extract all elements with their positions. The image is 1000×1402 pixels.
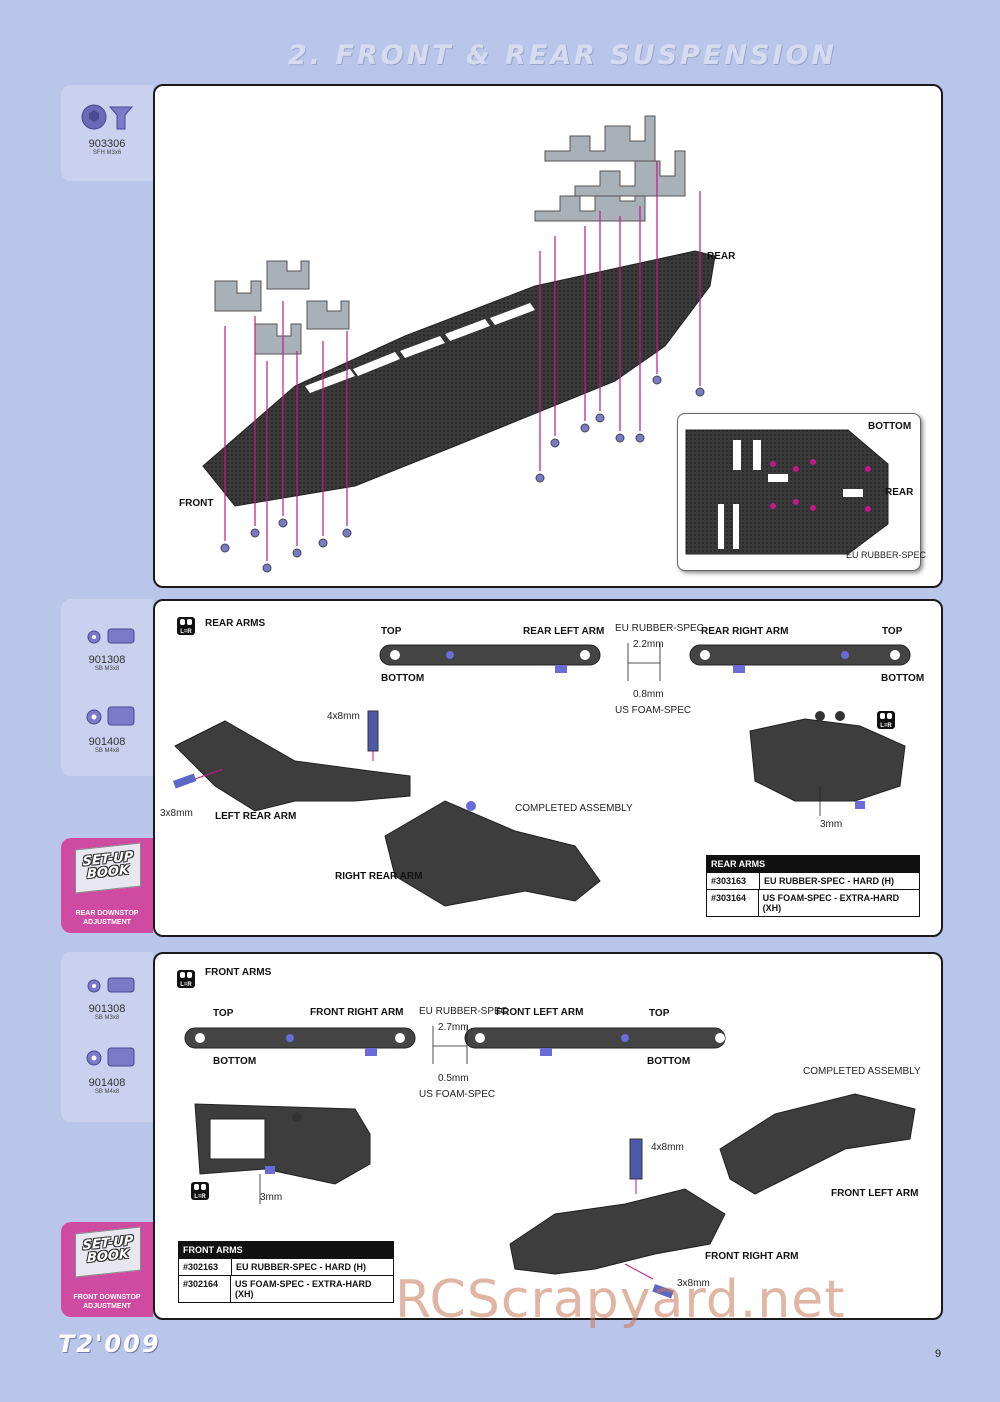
label-rear-left-arm: REAR LEFT ARM	[523, 626, 605, 637]
label-front-left-arm-3d: FRONT LEFT ARM	[831, 1188, 919, 1199]
setup-book-icon: SET-UP BOOK	[75, 842, 141, 894]
setup-book-front[interactable]: SET-UP BOOK FRONT DOWNSTOP ADJUSTMENT	[61, 1222, 153, 1317]
watermark: RCScrapyard.net	[395, 1270, 846, 1330]
page-title: 2. FRONT & REAR SUSPENSION	[288, 40, 837, 71]
label-top-right: TOP	[649, 1008, 670, 1019]
label-eu-spec: EU RUBBER-SPEC	[419, 1006, 508, 1017]
inset-label-bottom: BOTTOM	[868, 421, 912, 432]
parts-sidebar-3: 901308 SB M3x8 901408 SB M4x8	[61, 952, 153, 1122]
label-bottom-left: BOTTOM	[213, 1056, 257, 1067]
parts-sidebar-1: 903306 SFH M3x6	[61, 85, 153, 181]
part-desc: SFH M3x6	[92, 150, 122, 156]
label-top-right: TOP	[882, 626, 903, 637]
table-header: FRONT ARMS	[179, 1242, 393, 1258]
setup-book-rear[interactable]: SET-UP BOOK REAR DOWNSTOP ADJUSTMENT	[61, 838, 153, 933]
label-rear-right-arm: REAR RIGHT ARM	[701, 626, 789, 637]
screw-sb-m4-icon	[86, 1047, 135, 1067]
part-901408: 901408 SB M4x8	[61, 1044, 153, 1095]
label-downstop-3mm: 3mm	[260, 1192, 283, 1203]
part-901308: 901308 SB M3x8	[61, 974, 153, 1021]
label-screw-4x8: 4x8mm	[651, 1142, 684, 1153]
inset-label-rear: REAR	[885, 487, 914, 498]
setup-book-icon: SET-UP BOOK	[75, 1226, 141, 1278]
part-901308: 901308 SB M3x8	[61, 625, 153, 672]
panel-rear-arms: L=R REAR ARMS TOP BOTTOM REAR LEFT ARM E…	[153, 599, 943, 937]
rear-arms-diagram	[173, 643, 911, 907]
part-903306: 903306 SFH M3x6	[61, 103, 153, 156]
label-top-left: TOP	[213, 1008, 234, 1019]
label-right-rear-arm: RIGHT REAR ARM	[335, 871, 423, 882]
panel-chassis: REAR FRONT BOTTOM REAR EU RUBBER-SPEC	[153, 84, 943, 588]
screw-sfh-icon	[81, 104, 134, 130]
label-bottom-right: BOTTOM	[647, 1056, 691, 1067]
part-number: 901308	[88, 1003, 126, 1015]
screw-sb-m3-icon	[87, 977, 135, 993]
label-screw-3x8: 3x8mm	[160, 808, 193, 819]
label-screw-3x8: 3x8mm	[677, 1278, 710, 1289]
label-front-right-arm-3d: FRONT RIGHT ARM	[705, 1251, 799, 1262]
label-completed-assembly: COMPLETED ASSEMBLY	[803, 1066, 921, 1077]
section-title: REAR ARMS	[205, 618, 266, 629]
table-header: REAR ARMS	[707, 856, 919, 872]
page-number: 9	[935, 1348, 942, 1360]
label-completed-assembly: COMPLETED ASSEMBLY	[515, 803, 633, 814]
label-bottom-right: BOTTOM	[881, 673, 925, 684]
part-number: 901408	[88, 736, 126, 748]
part-number: 901408	[88, 1077, 126, 1089]
part-number: 901308	[88, 654, 126, 666]
part-desc: SB M4x8	[94, 748, 120, 754]
inset-bottom-view: BOTTOM REAR EU RUBBER-SPEC	[677, 413, 926, 571]
label-us-spec: US FOAM-SPEC	[615, 705, 692, 716]
part-901408: 901408 SB M4x8	[61, 703, 153, 754]
label-us-dim: 0.8mm	[633, 689, 664, 700]
l-equals-r-icon: L=R	[177, 617, 195, 635]
part-desc: SB M3x8	[94, 1015, 120, 1021]
label-front-right-arm: FRONT RIGHT ARM	[310, 1007, 404, 1018]
label-rear: REAR	[707, 251, 736, 262]
chassis-diagram	[202, 115, 716, 573]
part-number: 903306	[88, 138, 126, 150]
label-bottom-left: BOTTOM	[381, 673, 425, 684]
inset-label-spec: EU RUBBER-SPEC	[846, 550, 927, 560]
section-title: FRONT ARMS	[205, 967, 272, 978]
panel-front-arms: L=R FRONT ARMS TOP FRONT RIGHT ARM EU RU…	[153, 952, 943, 1320]
label-us-dim: 0.5mm	[438, 1073, 469, 1084]
label-screw-4x8: 4x8mm	[327, 711, 360, 722]
screw-sb-m3-icon	[87, 628, 135, 644]
part-desc: SB M4x8	[94, 1089, 120, 1095]
parts-sidebar-2: 901308 SB M3x8 901408 SB M4x8	[61, 599, 153, 776]
label-eu-dim: 2.7mm	[438, 1022, 469, 1033]
label-us-spec: US FOAM-SPEC	[419, 1089, 496, 1100]
label-top-left: TOP	[381, 626, 402, 637]
screw-sb-m4-icon	[86, 706, 135, 726]
label-eu-spec: EU RUBBER-SPEC	[615, 623, 704, 634]
label-downstop-3mm: 3mm	[820, 819, 843, 830]
setup-book-caption: FRONT DOWNSTOP ADJUSTMENT	[73, 1294, 141, 1310]
label-eu-dim: 2.2mm	[633, 639, 664, 650]
chassis-bottom-view	[685, 429, 889, 555]
l-equals-r-icon: L=R	[177, 970, 195, 988]
l-equals-r-icon: L=R	[877, 711, 895, 729]
label-front-left-arm: FRONT LEFT ARM	[496, 1007, 584, 1018]
l-equals-r-icon: L=R	[191, 1182, 209, 1200]
front-arms-diagram	[184, 1026, 916, 1299]
label-left-rear-arm: LEFT REAR ARM	[215, 811, 297, 822]
setup-book-caption: REAR DOWNSTOP ADJUSTMENT	[75, 910, 139, 926]
label-front: FRONT	[179, 498, 214, 509]
brand-logo: T2'009	[58, 1330, 161, 1358]
part-desc: SB M3x8	[94, 666, 120, 672]
